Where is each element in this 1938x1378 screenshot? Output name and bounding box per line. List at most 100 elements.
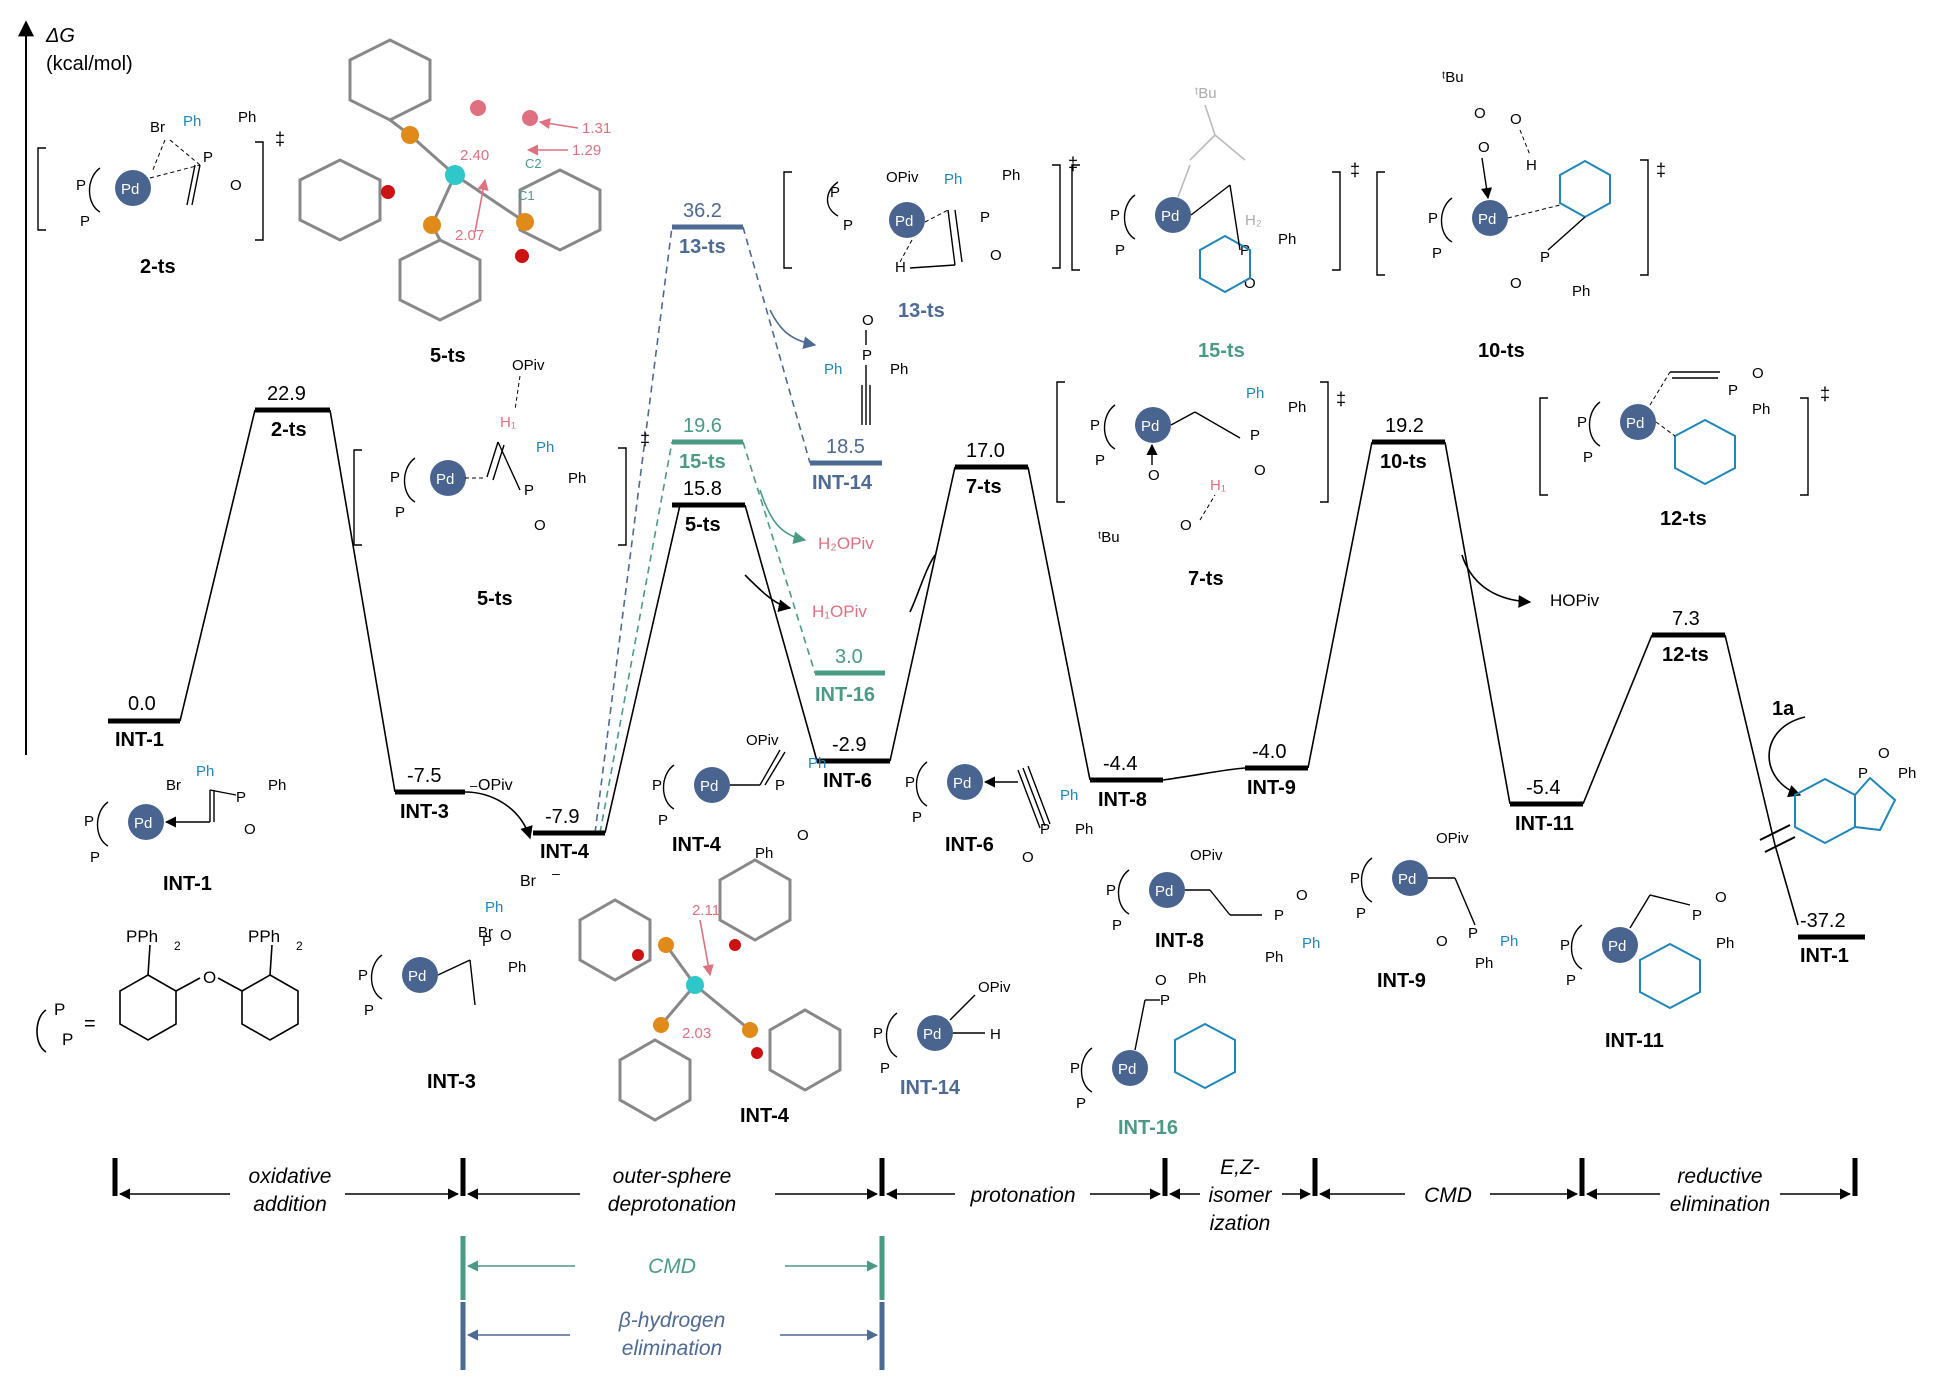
phase-label: deprotonation	[608, 1193, 736, 1216]
phase-label: reductive	[1677, 1165, 1762, 1188]
svg-text:ᵗBu: ᵗBu	[1442, 69, 1464, 86]
caption-13-ts: 13-ts	[898, 300, 945, 322]
svg-text:P: P	[1428, 210, 1438, 227]
svg-text:P: P	[980, 209, 990, 226]
svg-text:O: O	[797, 827, 809, 844]
svg-text:P: P	[862, 347, 872, 364]
svg-text:P: P	[843, 217, 853, 234]
level-value: 0.0	[128, 693, 156, 715]
level-value: -2.9	[832, 734, 866, 756]
structure-captions: 2-ts 5-ts 5-ts 13-ts 15-ts 10-ts 7-ts 12…	[140, 256, 1707, 1139]
svg-text:H: H	[1526, 157, 1537, 174]
svg-text:P: P	[1090, 417, 1100, 434]
svg-text:PPh: PPh	[126, 927, 158, 946]
svg-text:Pd: Pd	[1478, 211, 1496, 228]
svg-text:P: P	[1728, 382, 1738, 399]
level-name: 12-ts	[1662, 644, 1709, 666]
structure-7-ts: Pd P P Ph Ph P O H₁ O O ᵗBu ‡	[1056, 381, 1346, 546]
caption-int-4-3d: INT-4	[740, 1105, 790, 1127]
caption-int-14: INT-14	[900, 1077, 961, 1099]
svg-text:P: P	[62, 1030, 73, 1049]
svg-text:Ph: Ph	[755, 845, 773, 862]
svg-text:OPiv: OPiv	[1190, 847, 1223, 864]
caption-15-ts: 15-ts	[1198, 340, 1245, 362]
svg-text:1.29: 1.29	[572, 142, 601, 159]
svg-text:Ph: Ph	[485, 899, 503, 916]
svg-text:O: O	[1474, 105, 1486, 122]
structure-alkynyl-oxide: O P Ph Ph	[824, 312, 908, 425]
svg-text:Br: Br	[150, 119, 165, 136]
pd-atom	[402, 957, 438, 993]
caption-5-ts-3d: 5-ts	[430, 345, 466, 367]
svg-text:Ph: Ph	[508, 959, 526, 976]
svg-text:OPiv: OPiv	[512, 357, 545, 374]
hopiv: HOPiv	[1550, 591, 1600, 610]
svg-text:Br: Br	[166, 777, 181, 794]
caption-int-16: INT-16	[1118, 1117, 1178, 1139]
svg-text:2: 2	[296, 939, 303, 953]
svg-text:Pd: Pd	[895, 213, 913, 230]
svg-text:P: P	[1468, 925, 1478, 942]
svg-text:P: P	[1250, 427, 1260, 444]
svg-text:Pd: Pd	[1608, 938, 1626, 955]
svg-text:2.07: 2.07	[455, 227, 484, 244]
svg-text:Pd: Pd	[408, 968, 426, 985]
svg-text:Ph: Ph	[183, 113, 201, 130]
level-name: INT-4	[540, 841, 590, 863]
svg-text:1.31: 1.31	[582, 120, 611, 137]
structure-int-6: Pd P P Ph P Ph O	[905, 761, 1093, 866]
svg-text:‡: ‡	[640, 429, 650, 449]
svg-text:Ph: Ph	[1278, 231, 1296, 248]
level-name: 13-ts	[679, 236, 726, 258]
svg-text:C1: C1	[518, 188, 535, 203]
svg-text:O: O	[500, 927, 512, 944]
svg-text:P: P	[524, 482, 534, 499]
pd-atom	[1112, 1050, 1148, 1086]
level-name: INT-8	[1098, 789, 1147, 811]
svg-text:P: P	[1356, 905, 1366, 922]
svg-text:Ph: Ph	[944, 171, 962, 188]
svg-text:P: P	[236, 789, 246, 806]
bromide: Br	[520, 873, 537, 890]
svg-text:P: P	[358, 967, 368, 984]
svg-text:P: P	[1350, 870, 1360, 887]
level-name: INT-14	[812, 472, 873, 494]
level-value: 15.8	[683, 478, 722, 500]
level-value: 7.3	[1672, 608, 1700, 630]
main-path	[179, 409, 1806, 926]
level-name: INT-1	[1800, 945, 1849, 967]
svg-text:H: H	[990, 1026, 1001, 1043]
phase-label: E,Z-	[1220, 1156, 1260, 1179]
svg-text:C2: C2	[525, 156, 542, 171]
level-value: 3.0	[835, 646, 863, 668]
structure-13-ts: Pd P P OPiv Ph Ph P O H ‡	[783, 154, 1078, 276]
svg-text:O: O	[1715, 889, 1727, 906]
pd-atom	[889, 202, 925, 238]
svg-text:O: O	[1296, 887, 1308, 904]
svg-text:P: P	[1858, 765, 1868, 782]
svg-text:O: O	[1510, 111, 1522, 128]
released-species: – OPiv Br – H₁OPiv H₂OPiv HOPiv 1a	[470, 534, 1795, 890]
svg-text:P: P	[830, 184, 840, 201]
svg-text:Ph: Ph	[824, 361, 842, 378]
level-name: INT-1	[115, 729, 164, 751]
svg-text:ᵗBu: ᵗBu	[1195, 85, 1217, 102]
svg-text:O: O	[230, 177, 242, 194]
energy-levels: 0.0 INT-1 22.9 2-ts -7.5 INT-3 -7.9 INT-…	[108, 200, 1865, 967]
svg-text:PPh: PPh	[248, 927, 280, 946]
structure-int-3: Pd P P Br Ph P O Ph	[358, 899, 526, 1019]
svg-text:Pd: Pd	[121, 181, 139, 198]
svg-text:Ph: Ph	[1246, 385, 1264, 402]
svg-text:Ph: Ph	[268, 777, 286, 794]
svg-text:O: O	[534, 517, 546, 534]
reagent-1a: 1a	[1772, 698, 1795, 720]
svg-text:O: O	[1478, 139, 1490, 156]
svg-text:P: P	[1076, 1095, 1086, 1112]
structure-int-4: Pd P P OPiv Ph P O Ph	[652, 732, 826, 862]
level-value: -5.4	[1526, 777, 1560, 799]
level-name: 15-ts	[679, 451, 726, 473]
svg-text:H₁: H₁	[500, 414, 516, 431]
svg-text:P: P	[658, 812, 668, 829]
svg-text:‡: ‡	[1336, 389, 1346, 409]
svg-text:‡: ‡	[1350, 160, 1360, 180]
